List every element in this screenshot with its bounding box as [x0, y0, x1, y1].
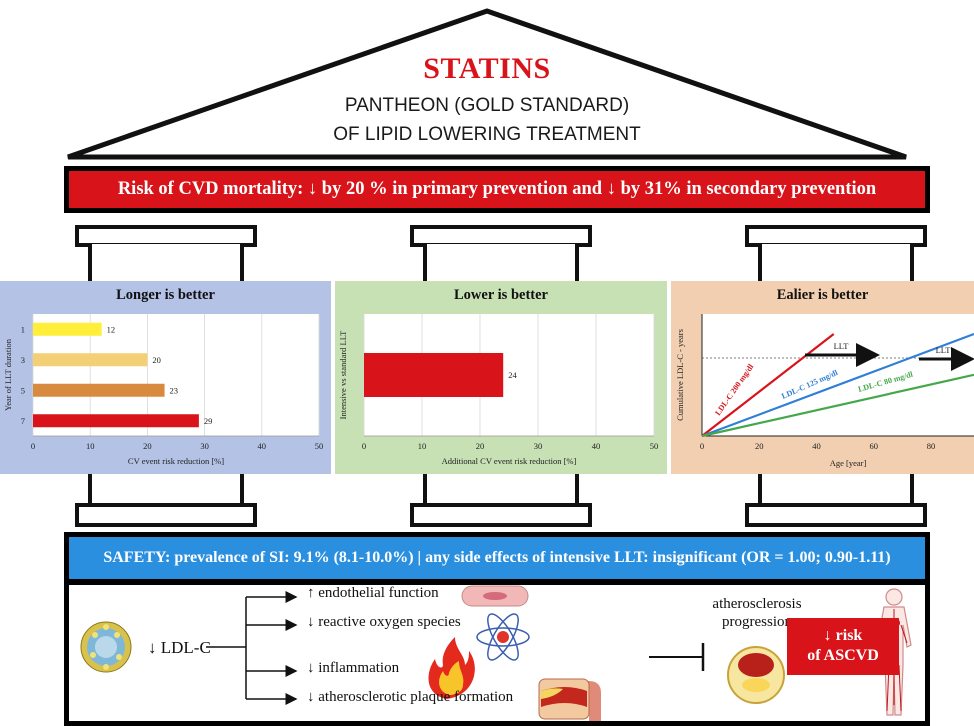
- artery-plaque-icon: [538, 678, 601, 721]
- column-base-middle: [410, 503, 592, 527]
- y-tick-label: 7: [21, 416, 25, 426]
- y-tick-label: 3: [21, 355, 25, 365]
- data-label: 29: [204, 416, 213, 426]
- bar: [364, 353, 504, 397]
- x-tick-label: 20: [476, 441, 485, 451]
- column-base-left: [75, 503, 257, 527]
- endothelial-cell-icon: [461, 585, 529, 607]
- llt-label: LLT: [834, 341, 850, 351]
- lipoprotein-icon: [80, 621, 132, 673]
- series-line: [701, 333, 835, 437]
- x-tick-label: 0: [700, 441, 704, 451]
- x-tick-label: 20: [755, 441, 764, 451]
- subtitle-line-1: PANTHEON (GOLD STANDARD): [344, 95, 630, 116]
- x-tick-label: 50: [315, 441, 324, 451]
- x-tick-label: 50: [650, 441, 659, 451]
- series-line: [701, 373, 974, 438]
- ldl-c-label: ↓ LDL-C: [148, 638, 211, 657]
- atom-icon: [476, 613, 530, 661]
- column-shaft-bottom-left: [88, 472, 244, 508]
- effect-endothelial: ↑ endothelial function: [307, 585, 439, 601]
- mechanism-area: ↓ LDL-C ↑ endothelial function ↓ reactiv…: [69, 585, 925, 721]
- progression-label-2: progression: [722, 614, 792, 630]
- column-shaft-top-right: [758, 244, 914, 282]
- y-tick-label: 1: [21, 324, 25, 334]
- risk-ascvd-box: ↓ risk of ASCVD: [787, 618, 899, 675]
- roof-pediment: [67, 8, 907, 160]
- x-tick-label: 0: [31, 441, 35, 451]
- x-tick-label: 80: [927, 441, 936, 451]
- risk-ascvd-line-1: ↓ risk: [823, 627, 863, 644]
- x-tick-label: 60: [870, 441, 879, 451]
- bar: [33, 383, 165, 397]
- risk-banner: Risk of CVD mortality: ↓ by 20 % in prim…: [64, 166, 930, 213]
- x-axis-label: Age [year]: [830, 458, 867, 468]
- chart-llt-duration: 0 10 20 30 40 50 12 1 20 3 23 5 29 7 CV event risk red…: [3, 314, 324, 466]
- bar: [33, 322, 102, 336]
- plot-area: [702, 314, 974, 436]
- progression-label-1: atherosclerosis: [712, 596, 802, 612]
- x-tick-label: 0: [362, 441, 366, 451]
- bar: [33, 353, 148, 367]
- x-axis-label: Additional CV event risk reduction [%]: [442, 456, 577, 466]
- plaque-cross-section-icon: [727, 646, 785, 704]
- panel-title-longer: Longer is better: [116, 287, 215, 303]
- panel-longer-is-better: Longer is better 0 10 20 30 40 50 12 1 20 3 23 5 29 7…: [0, 281, 331, 474]
- data-label: 12: [107, 324, 116, 334]
- effect-inflammation: ↓ inflammation: [307, 660, 400, 676]
- page-title: STATINS: [423, 52, 551, 85]
- data-label: 20: [152, 355, 161, 365]
- safety-foundation: SAFETY: prevalence of SI: 9.1% (8.1-10.0…: [64, 532, 930, 726]
- y-axis-label: Year of LLT duration: [3, 338, 13, 411]
- risk-banner-text: Risk of CVD mortality: ↓ by 20 % in prim…: [69, 171, 925, 208]
- panel-title-lower: Lower is better: [454, 287, 548, 303]
- safety-banner: SAFETY: prevalence of SI: 9.1% (8.1-10.0…: [69, 537, 925, 579]
- column-shaft-top-left: [88, 244, 244, 282]
- llt-label: LLT: [936, 345, 952, 355]
- column-base-right: [745, 503, 927, 527]
- column-shaft-top-middle: [423, 244, 579, 282]
- subtitle-line-2: OF LIPID LOWERING TREATMENT: [333, 124, 641, 145]
- bar: [33, 414, 199, 428]
- x-tick-label: 40: [812, 441, 821, 451]
- x-tick-label: 30: [534, 441, 543, 451]
- flame-icon: [428, 637, 475, 699]
- column-shaft-bottom-right: [758, 472, 914, 508]
- y-axis-label: Intensive vs standard LLT: [338, 330, 348, 419]
- x-tick-label: 10: [418, 441, 427, 451]
- data-label: 23: [170, 385, 179, 395]
- panel-title-earlier: Ealier is better: [776, 287, 869, 303]
- effect-ros: ↓ reactive oxygen species: [307, 614, 461, 630]
- y-tick-label: 5: [21, 385, 25, 395]
- data-label: 24: [508, 370, 517, 380]
- x-tick-label: 10: [86, 441, 95, 451]
- x-tick-label: 40: [258, 441, 267, 451]
- effect-plaque: ↓ atherosclerotic plaque formation: [307, 689, 514, 705]
- x-tick-label: 20: [143, 441, 152, 451]
- series-line: [701, 332, 974, 438]
- column-shaft-bottom-middle: [423, 472, 579, 508]
- x-tick-label: 30: [200, 441, 209, 451]
- risk-ascvd-line-2: of ASCVD: [807, 647, 879, 664]
- y-axis-label: Cumulative LDL-C - years: [675, 329, 685, 421]
- x-axis-label: CV event risk reduction [%]: [128, 456, 224, 466]
- x-tick-label: 40: [592, 441, 601, 451]
